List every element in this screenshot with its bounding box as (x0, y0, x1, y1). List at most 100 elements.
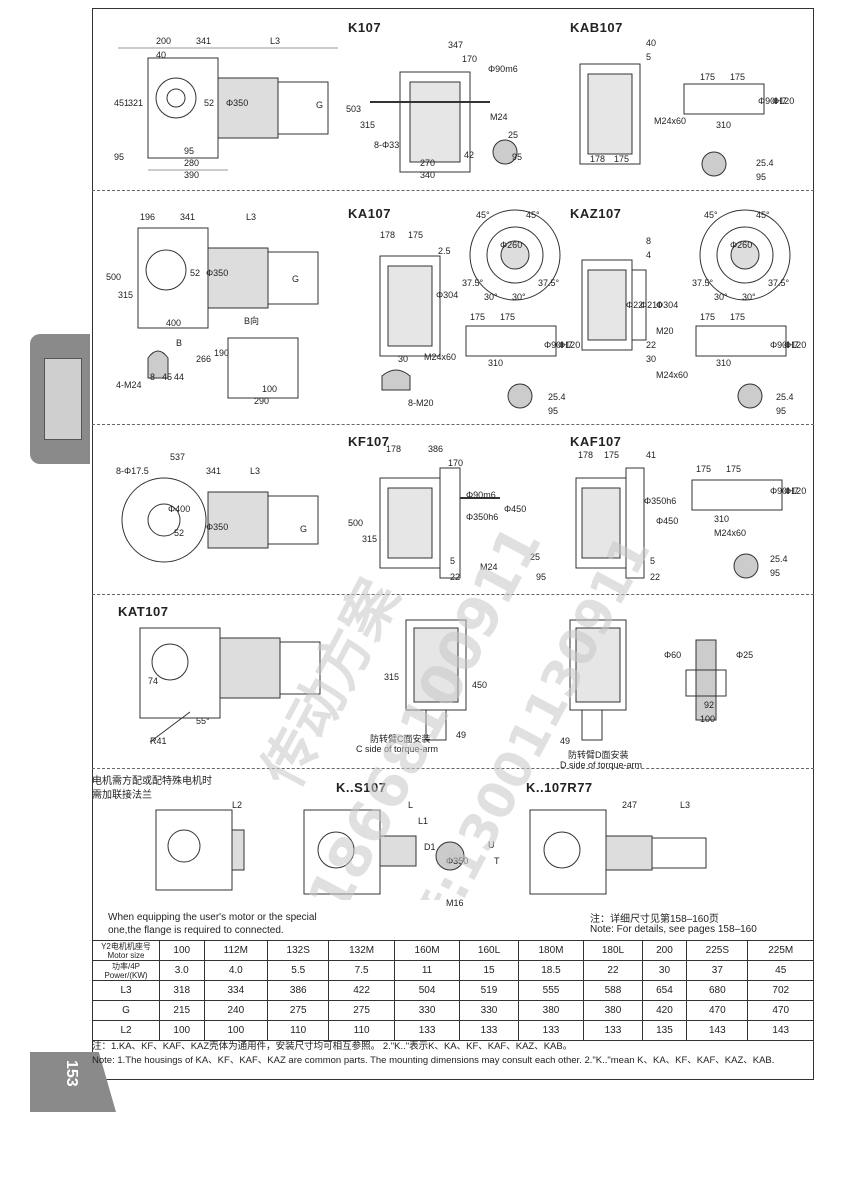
dim-label: R41 (150, 736, 167, 746)
dim-label: 8 (646, 236, 652, 246)
dim-label: Φ90m6 (488, 64, 518, 74)
kat107-c-side-drawing (380, 614, 490, 744)
table-cell: 143 (686, 1020, 749, 1041)
dim-label: 315 (118, 290, 134, 300)
table-cell: 18.5 (517, 960, 585, 981)
category-side-tab (30, 334, 90, 464)
page-number-tab: 153 (30, 1052, 116, 1112)
table-cell: 519 (459, 980, 519, 1001)
dim-label: M24x60 (424, 352, 457, 362)
table-cell: 5.5 (267, 960, 330, 981)
dim-label: L3 (246, 212, 257, 222)
dim-label: Φ90H7 (544, 340, 573, 350)
caption-c-side-cn: 防转臂C面安装 (370, 734, 431, 744)
table-cell: 180M (517, 940, 585, 961)
table-cell: 654 (641, 980, 688, 1001)
dim-label: Φ350h6 (644, 496, 677, 506)
dim-label: 175 (470, 312, 486, 322)
table-cell: 225S (686, 940, 749, 961)
dim-label: Φ350h6 (466, 512, 499, 522)
dim-label: 451 (114, 98, 130, 108)
table-cell: 702 (747, 980, 814, 1001)
kab107-drawing (574, 44, 774, 184)
table-cell: 4.0 (203, 960, 269, 981)
dim-label: 22 (650, 572, 661, 582)
dim-label: Φ210 (640, 300, 663, 310)
dim-label: B (176, 338, 183, 348)
gear-motor-icon (44, 358, 82, 440)
kaz107-front-view-drawing (576, 240, 676, 360)
dim-label: G (316, 100, 324, 110)
dim-label: 310 (716, 358, 732, 368)
dim-label: 37.5° (462, 278, 484, 288)
k107r77-drawing (526, 806, 726, 900)
dim-label: 30° (484, 292, 498, 302)
model-title-k107: K107 (348, 20, 382, 35)
table-cell: 3.0 (159, 960, 205, 981)
table-cell: 470 (686, 1000, 749, 1021)
footnote-cn: 注：1.KA、KF、KAF、KAZ壳体为通用件，安装尺寸均可相互参照。 2."K… (92, 1041, 573, 1052)
dim-label: Φ400 (168, 504, 191, 514)
model-title-ks107: K..S107 (336, 780, 387, 795)
page-reference-en: Note: For details, see pages 158–160 (590, 924, 757, 935)
dim-label: 321 (128, 98, 144, 108)
dim-label: Φ260 (500, 240, 523, 250)
dim-label: 175 (500, 312, 516, 322)
dim-label: 175 (726, 464, 742, 474)
dim-label: 178 (386, 444, 402, 454)
dim-label: 37.5° (692, 278, 714, 288)
dim-label: M24x60 (714, 528, 747, 538)
motor-flange-note-en-2: one,the flange is required to connected. (108, 925, 284, 936)
dim-label: 315 (362, 534, 378, 544)
table-row-header: L2 (92, 1020, 160, 1041)
dim-label: 95 (114, 152, 125, 162)
dim-label: 390 (184, 170, 200, 180)
dim-label: 45° (476, 210, 490, 220)
dim-label: 8 (150, 372, 156, 382)
kf107-side-view-drawing (118, 466, 338, 586)
dim-label: 42 (464, 150, 475, 160)
dim-label: Φ304 (656, 300, 679, 310)
dim-label: 40 (156, 50, 167, 60)
dim-label: M16 (446, 898, 464, 908)
dim-label: 100 (262, 384, 278, 394)
dim-label: M24x60 (656, 370, 689, 380)
dim-label: 310 (714, 514, 730, 524)
dim-label: 8-Φ33 (374, 140, 400, 150)
dim-label: 175 (700, 312, 716, 322)
dim-label: 196 (140, 212, 156, 222)
dim-label: 45° (756, 210, 770, 220)
k-flange-drawing (150, 806, 250, 896)
dim-label: 8-M20 (408, 398, 434, 408)
table-row-header: L3 (92, 980, 160, 1001)
k107-side-view-drawing (118, 38, 338, 188)
caption-d-side-cn: 防转臂D面安装 (568, 750, 629, 760)
dim-label: L2 (232, 800, 243, 810)
table-cell: 386 (267, 980, 330, 1001)
dim-label: L1 (418, 816, 429, 826)
dim-label: Φ350 (206, 268, 229, 278)
table-cell: 11 (393, 960, 461, 981)
dim-label: 315 (384, 672, 400, 682)
section-divider (92, 768, 814, 769)
dim-label: T (494, 856, 500, 866)
dim-label: 49 (560, 736, 571, 746)
torque-arm-detail-drawing (676, 630, 756, 730)
ka107-front-view-drawing (370, 226, 460, 416)
dim-label: 500 (348, 518, 364, 528)
dim-label: Φ450 (656, 516, 679, 526)
dim-label: 95 (756, 172, 767, 182)
dim-label: 41 (646, 450, 657, 460)
dim-label: 170 (448, 458, 464, 468)
motor-flange-note-en-1: When equipping the user's motor or the s… (108, 912, 317, 923)
dim-label: 175 (614, 154, 630, 164)
dim-label: Φ25 (736, 650, 754, 660)
dim-label: Φ120 (784, 340, 807, 350)
page-reference-cn: 注：详细尺寸见第158–160页 (590, 914, 719, 925)
kat107-side-view-drawing (130, 622, 330, 752)
dim-label: Φ22 (626, 300, 644, 310)
dim-label: 49 (456, 730, 467, 740)
dim-label: 52 (204, 98, 215, 108)
table-cell: 30 (641, 960, 688, 981)
